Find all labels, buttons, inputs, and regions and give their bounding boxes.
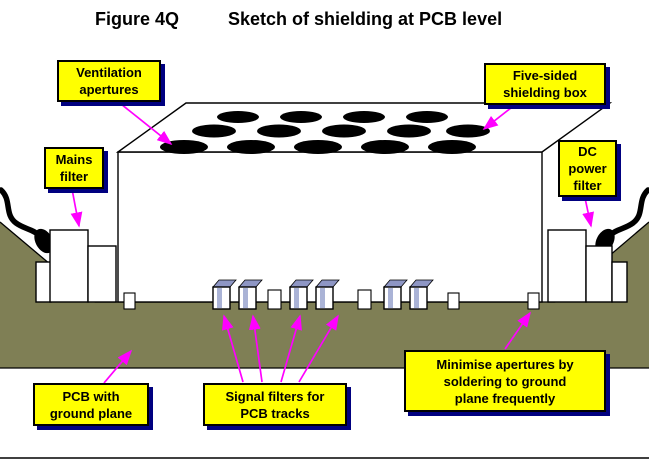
solder-tab [357, 289, 372, 310]
title-text: Sketch of shielding at PCB level [228, 9, 503, 29]
mains-cable [0, 187, 54, 254]
signal-filter-stripe [243, 288, 248, 308]
arrow-mains-filter [70, 188, 83, 228]
callout-arrows [70, 99, 594, 384]
shielding-box [115, 102, 613, 303]
signal-filter-stripe [414, 288, 419, 308]
signal-filter-blocks [212, 279, 434, 310]
signal-filter-stripe [320, 288, 325, 308]
mains-filter-block-small [35, 261, 52, 303]
mains-filter-block-short [87, 245, 117, 303]
arrow-signal-filter-1 [222, 314, 244, 383]
solder-tab [447, 292, 460, 310]
aperture-hole [361, 140, 409, 154]
arrow-ventilation [115, 99, 173, 146]
label-signal-filters: Signal filters for PCB tracks [203, 383, 347, 426]
aperture-hole [227, 140, 275, 154]
solder-tab [267, 289, 282, 310]
label-pcb-ground-plane: PCB with ground plane [33, 383, 149, 426]
aperture-hole [446, 124, 490, 138]
arrow-signal-filter-3 [280, 314, 302, 383]
label-five-sided-shielding-box: Five-sided shielding box [484, 63, 606, 105]
figure-number: Figure 4Q [95, 9, 180, 29]
aperture-hole [294, 140, 342, 154]
pcb-surface [0, 222, 649, 368]
label-mains-filter: Mains filter [44, 147, 104, 189]
arrow-signal-filter-4 [298, 314, 339, 383]
arrow-shielding-box [482, 103, 517, 131]
aperture-hole [343, 111, 385, 123]
signal-filter-stripe [294, 288, 299, 308]
aperture-hole [428, 140, 476, 154]
aperture-hole [217, 111, 259, 123]
right-wire [606, 187, 649, 239]
label-dc-power-filter: DC power filter [558, 140, 617, 197]
figure-title: Figure 4Q Sketch of shielding at PCB lev… [95, 9, 502, 30]
solder-tab [527, 292, 540, 310]
box-front-face [117, 151, 543, 303]
aperture-hole [406, 111, 448, 123]
aperture-hole [160, 140, 208, 154]
aperture-hole [192, 124, 236, 138]
arrow-signal-filter-2 [248, 314, 263, 383]
dc-filter-block-small [611, 261, 628, 303]
left-connector [34, 228, 54, 254]
label-minimise-apertures: Minimise apertures by soldering to groun… [404, 350, 606, 412]
signal-filter-stripe [217, 288, 222, 308]
dc-filter-blocks [547, 229, 628, 303]
solder-tabs [123, 289, 540, 310]
arrow-pcb [103, 349, 133, 384]
mains-filter-block-tall [49, 229, 89, 303]
aperture-hole [257, 124, 301, 138]
arrow-minimise-apertures [504, 311, 531, 350]
ventilation-holes [160, 111, 490, 154]
aperture-hole [322, 124, 366, 138]
aperture-hole [280, 111, 322, 123]
dc-filter-block-tall [547, 229, 587, 303]
solder-tab [123, 292, 136, 310]
left-wire [0, 187, 43, 239]
label-ventilation-apertures: Ventilation apertures [57, 60, 161, 102]
arrow-dc-filter [582, 197, 594, 228]
signal-filter-stripe [388, 288, 393, 308]
aperture-hole [387, 124, 431, 138]
mains-filter-blocks [35, 229, 117, 303]
dc-filter-block-short [585, 245, 613, 303]
